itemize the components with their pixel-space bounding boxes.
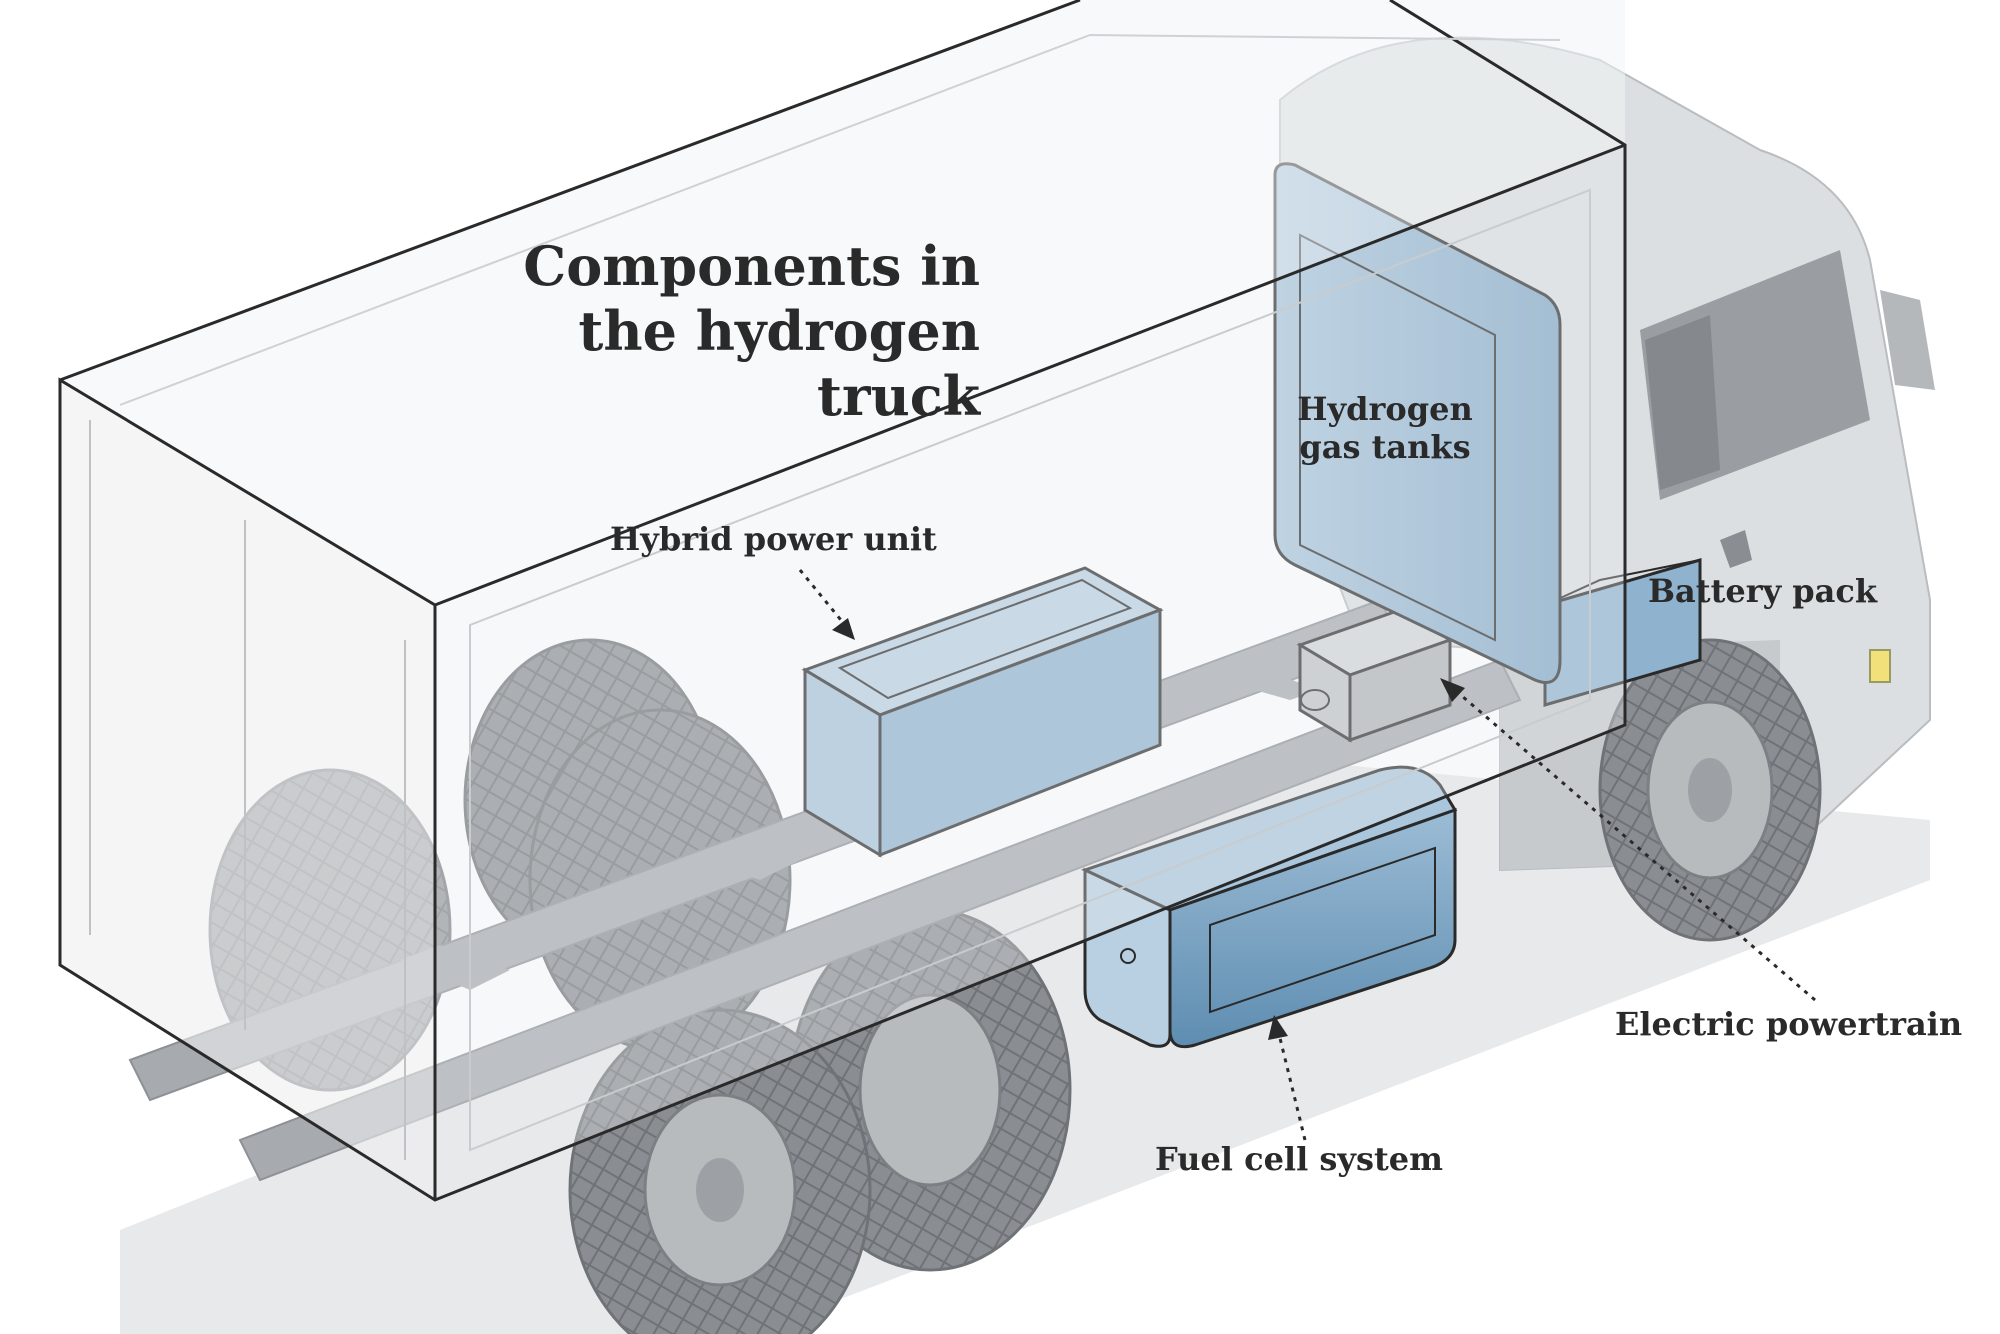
hybrid-power-unit — [801, 566, 1164, 858]
label-hybrid-power-unit: Hybrid power unit — [610, 520, 937, 558]
diagram-title: Components in the hydrogen truck — [400, 234, 980, 429]
hydrogen-label-line-1: Hydrogen — [1297, 390, 1473, 428]
label-electric-powertrain: Electric powertrain — [1615, 1005, 1963, 1043]
label-fuel-cell-system: Fuel cell system — [1155, 1140, 1443, 1178]
powertrain-arrow-head — [1440, 678, 1465, 702]
fuel-cell-arrow-head — [1268, 1015, 1288, 1040]
title-line-2: the hydrogen truck — [578, 299, 980, 428]
hybrid-arrow-head — [832, 618, 855, 640]
fuel-cell-system — [1080, 765, 1458, 1049]
arrow-heads — [832, 618, 1465, 1040]
label-hydrogen-gas-tanks: Hydrogen gas tanks — [1290, 390, 1480, 466]
cargo-box — [58, 0, 1627, 1202]
hydrogen-label-line-2: gas tanks — [1299, 428, 1471, 466]
leader-arrows — [798, 569, 1816, 1141]
hybrid-power-unit-arrow — [798, 569, 847, 626]
rear-wheels — [208, 638, 1072, 1334]
front-wheel — [1598, 638, 1822, 942]
label-battery-pack: Battery pack — [1648, 572, 1878, 610]
title-line-1: Components in — [523, 234, 980, 298]
